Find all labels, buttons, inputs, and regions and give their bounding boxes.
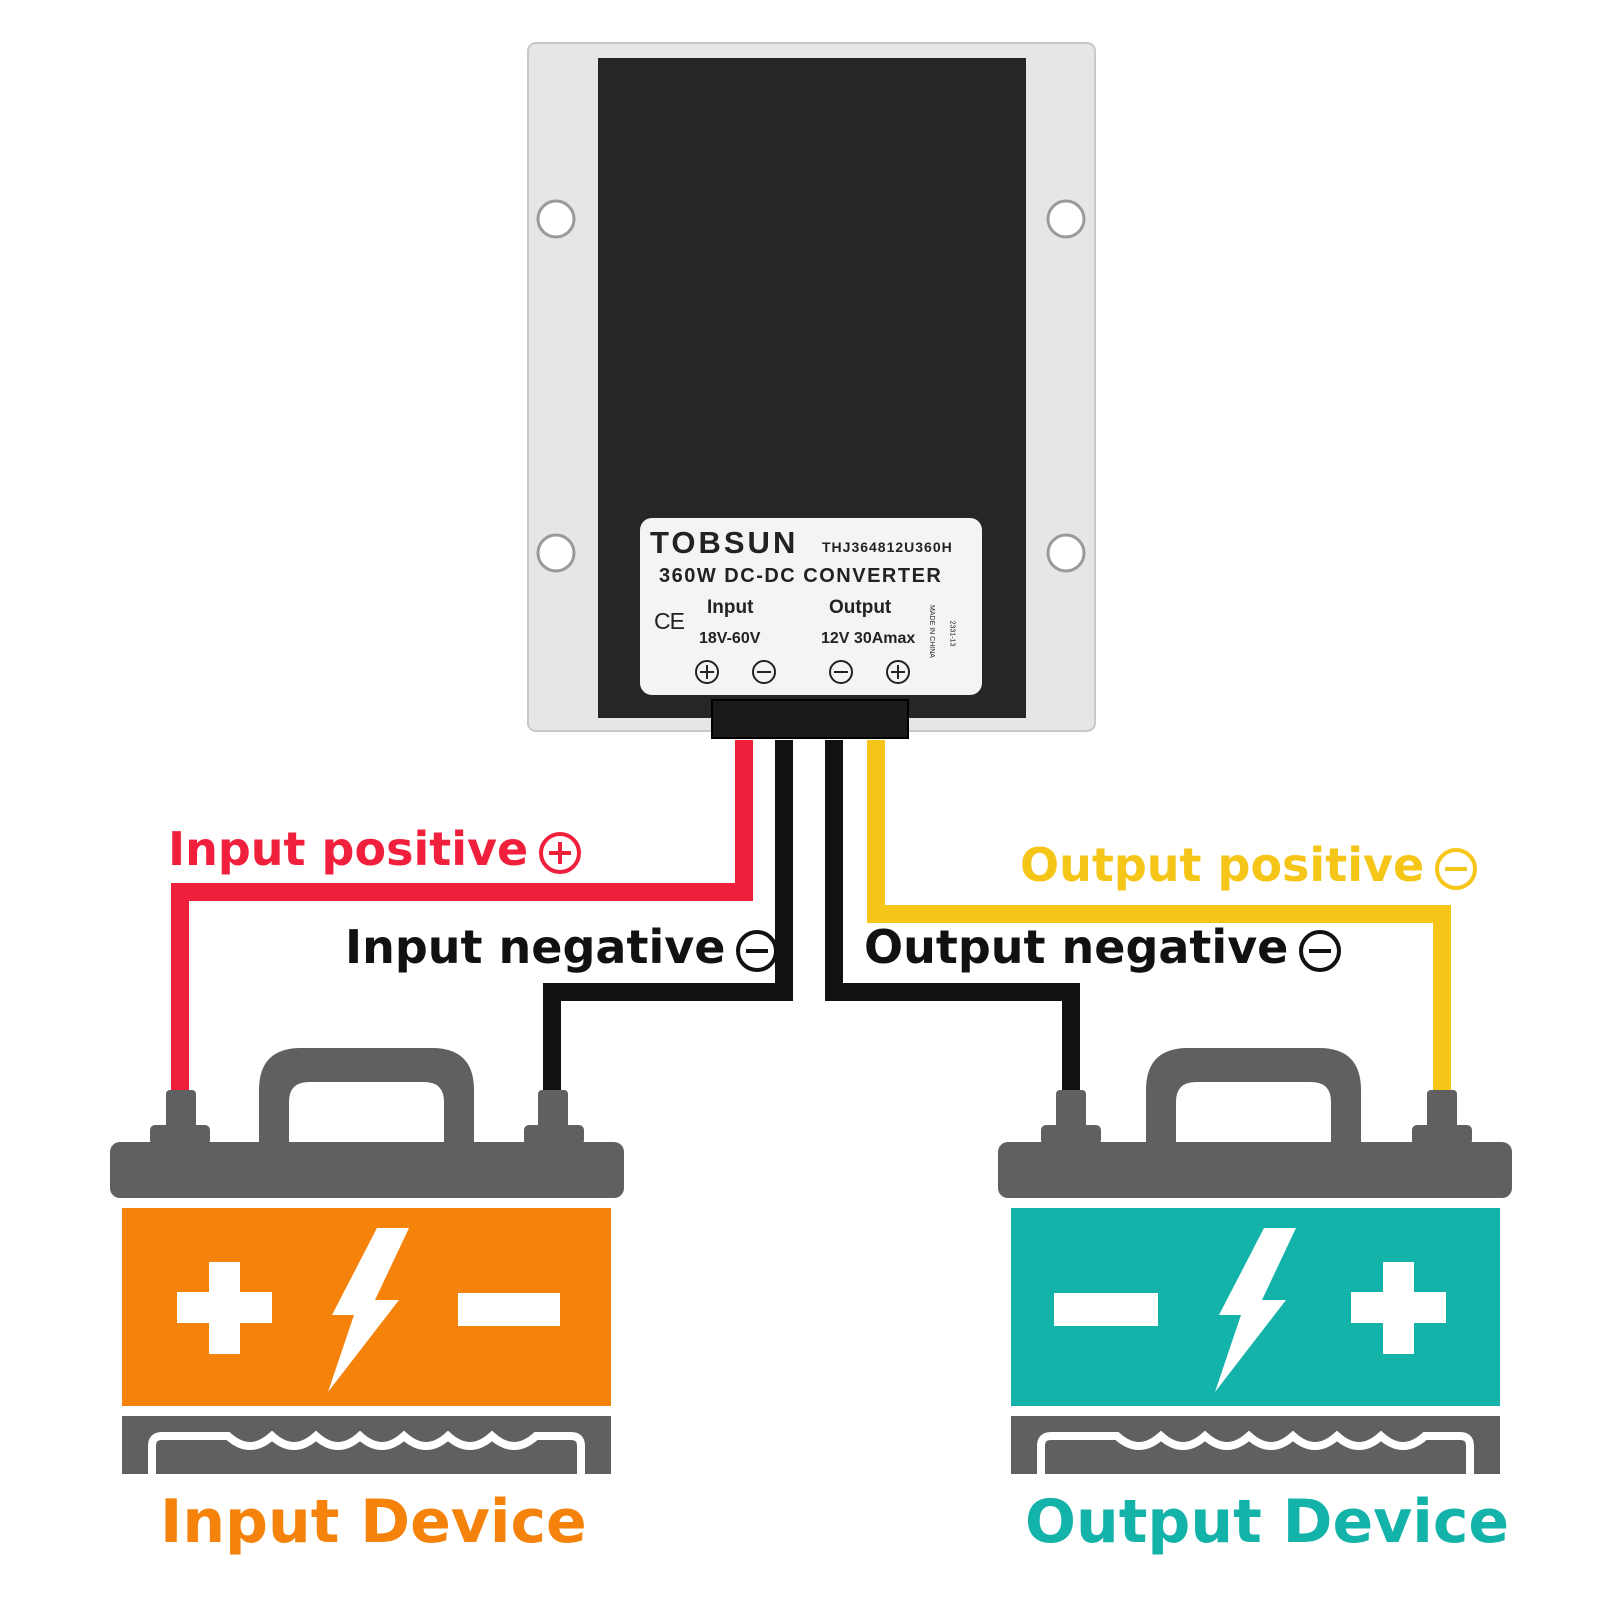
- brand-name: TOBSUN: [650, 525, 799, 560]
- mounting-hole-icon: [536, 533, 576, 573]
- wires: [171, 740, 1451, 1120]
- model-number: THJ364812U360H: [822, 539, 953, 555]
- output-negative-text: Output negative: [864, 920, 1289, 974]
- input-positive-label: Input positive: [168, 826, 582, 875]
- lightning-icon: [1215, 1228, 1296, 1392]
- input-device-label: Input Device: [160, 1487, 587, 1557]
- battery-terminal-base: [150, 1125, 210, 1145]
- battery-terminal-base: [1041, 1125, 1101, 1145]
- output-device-label: Output Device: [1025, 1487, 1510, 1557]
- output-positive-wire: [867, 740, 1451, 1120]
- battery-terminal-post: [538, 1090, 568, 1130]
- input-negative-text: Input negative: [345, 920, 726, 974]
- minus-icon: [1054, 1293, 1158, 1326]
- battery-terminal-base: [524, 1125, 584, 1145]
- input-positive-wire: [171, 740, 753, 1120]
- battery-lid: [998, 1142, 1512, 1198]
- output-negative-label: Output negative: [864, 924, 1342, 973]
- spec-plate: [640, 518, 982, 695]
- output-negative-wire: [825, 740, 1080, 1120]
- converter-title: 360W DC-DC CONVERTER: [659, 565, 943, 587]
- battery-terminal-base: [1412, 1125, 1472, 1145]
- output-positive-text: Output positive: [1020, 838, 1425, 892]
- plus-icon: [1351, 1262, 1446, 1354]
- battery-terminal-post: [1056, 1090, 1086, 1130]
- input-range: 18V-60V: [699, 630, 761, 647]
- terminal-symbols: [695, 660, 910, 684]
- mounting-hole-icon: [1046, 533, 1086, 573]
- output-label: Output: [829, 597, 892, 618]
- output-range: 12V 30Amax: [821, 630, 916, 647]
- output-battery: [998, 1048, 1512, 1474]
- plus-circle-icon: [695, 660, 719, 684]
- mounting-hole-icon: [536, 199, 576, 239]
- battery-handle: [1146, 1048, 1361, 1142]
- input-label: Input: [707, 597, 754, 618]
- plus-icon: [177, 1262, 272, 1354]
- minus-circle-icon: [1435, 847, 1478, 890]
- input-positive-text: Input positive: [168, 822, 529, 876]
- battery-handle: [259, 1048, 474, 1142]
- input-negative-wire: [543, 740, 793, 1120]
- minus-circle-icon: [1299, 929, 1342, 972]
- minus-icon: [458, 1293, 560, 1326]
- battery-terminal-post: [166, 1090, 196, 1130]
- battery-terminal-post: [1427, 1090, 1457, 1130]
- converter-housing: [527, 42, 1096, 739]
- minus-circle-icon: [752, 660, 776, 684]
- plus-circle-icon: [539, 831, 582, 874]
- cable-gland: [711, 699, 909, 739]
- mounting-hole-icon: [1046, 199, 1086, 239]
- minus-circle-icon: [736, 929, 779, 972]
- battery-lid: [110, 1142, 624, 1198]
- origin-text: MADE IN CHINA: [927, 605, 935, 658]
- ce-mark: CE: [654, 608, 685, 634]
- battery-base-ridge: [148, 1430, 585, 1474]
- batch-code: 2331-13: [948, 620, 956, 647]
- battery-base-ridge: [1037, 1430, 1474, 1474]
- lightning-icon: [328, 1228, 409, 1392]
- minus-circle-icon: [829, 660, 853, 684]
- input-battery: [110, 1048, 624, 1474]
- plus-circle-icon: [886, 660, 910, 684]
- output-positive-label: Output positive: [1020, 842, 1478, 891]
- input-negative-label: Input negative: [345, 924, 779, 973]
